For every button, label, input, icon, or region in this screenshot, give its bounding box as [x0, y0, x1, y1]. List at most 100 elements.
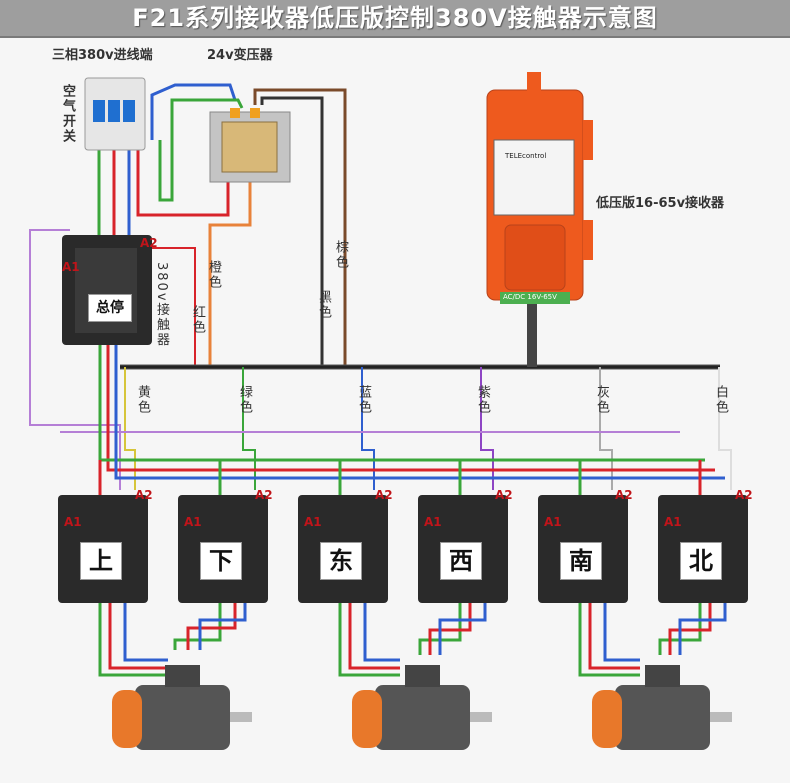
- motor-wire-blue-4: [438, 600, 487, 655]
- wire-label-gray: 灰色: [594, 385, 609, 415]
- motor-3-terminal-box: [645, 665, 680, 687]
- motor-3-body: [615, 685, 710, 750]
- motor-wire-green-3: [338, 600, 400, 677]
- motor-wire-red-6: [668, 600, 712, 655]
- motor-wire-red-4: [428, 600, 472, 655]
- receiver-antenna: [527, 72, 541, 92]
- motor-wire-green-5: [578, 600, 640, 677]
- motor-wire-blue-5: [603, 600, 640, 662]
- breaker-handle-3: [123, 100, 135, 122]
- receiver-voltage-rating: AC/DC 16V-65V: [503, 293, 557, 301]
- air-switch-label: 空气开关: [60, 84, 75, 144]
- contactor-5-a1: A1: [544, 515, 562, 529]
- contactor-1-a1: A1: [64, 515, 82, 529]
- purple-loop: [29, 229, 121, 490]
- diagram-title: F21系列接收器低压版控制380V接触器示意图: [132, 4, 658, 32]
- main-contactor: [62, 235, 152, 345]
- wire-label-brown: 棕色: [333, 240, 348, 270]
- input-terminal-label: 三相380v进线端: [52, 48, 153, 63]
- transformer: [209, 108, 291, 183]
- motor-3-cap: [592, 690, 622, 748]
- motor-1: [112, 665, 252, 750]
- transformer-out-brown: [253, 88, 347, 365]
- transformer-out-black: [260, 96, 324, 365]
- transformer-label: 24v变压器: [207, 48, 273, 63]
- direction-contactors: [58, 495, 748, 603]
- motor-wire-red-2: [186, 600, 237, 650]
- wire-label-red: 红色: [190, 305, 205, 335]
- cable-bundle: [120, 300, 720, 370]
- contactor-6-a2: A2: [735, 488, 753, 502]
- transformer-terminal-left: [230, 108, 240, 118]
- wire-label-black: 黑色: [316, 290, 331, 320]
- contactor-4-a2: A2: [495, 488, 513, 502]
- motor-wire-blue-6: [678, 600, 727, 655]
- breaker-handle-2: [108, 100, 120, 122]
- receiver-label: 低压版16-65v接收器: [596, 196, 725, 211]
- transformer-terminal-right: [250, 108, 260, 118]
- motor-wire-red-5: [588, 600, 640, 670]
- wire-label-white: 白色: [713, 385, 728, 415]
- contactor-5-a2: A2: [615, 488, 633, 502]
- title-banner: [0, 0, 790, 38]
- breaker-handle-1: [93, 100, 105, 122]
- receiver-voltage-strip: [500, 292, 570, 304]
- receiver-right-tab-lower: [583, 220, 593, 260]
- motor-3-shaft: [710, 712, 732, 722]
- contactor-feeds: [98, 460, 702, 495]
- receiver-cover: [504, 224, 566, 291]
- contactor-1-a2: A2: [135, 488, 153, 502]
- busbar-green: [98, 248, 705, 462]
- motor-wire-green-1: [98, 600, 168, 677]
- wire-label-purple: 紫色: [475, 385, 490, 415]
- contactor-label-east: 东: [320, 542, 362, 580]
- contactor-label-up: 上: [80, 542, 122, 580]
- contactor-3-a1: A1: [304, 515, 322, 529]
- contactor-2-a1: A1: [184, 515, 202, 529]
- motor-wire-blue-1: [123, 600, 168, 662]
- main-contactor-a2: A2: [140, 236, 158, 250]
- motor-3: [592, 665, 732, 750]
- contactor-label-south: 南: [560, 542, 602, 580]
- transformer-core: [221, 121, 278, 173]
- air-breaker: [84, 77, 146, 151]
- motor-1-cap: [112, 690, 142, 748]
- contactor-3-a2: A2: [375, 488, 393, 502]
- motor-1-terminal-box: [165, 665, 200, 687]
- control-drops: [60, 367, 732, 490]
- contactor-label-down: 下: [200, 542, 242, 580]
- wire-label-yellow: 黄色: [135, 385, 150, 415]
- receiver-right-tab-upper: [583, 120, 593, 160]
- motor-2-body: [375, 685, 470, 750]
- receiver: [486, 72, 593, 304]
- motor-1-shaft: [230, 712, 252, 722]
- main-contactor-red: [150, 247, 196, 365]
- busbar-red: [106, 248, 715, 472]
- wire-label-blue: 蓝色: [356, 385, 371, 415]
- main-contactor-type-label: 380v接触器: [154, 262, 169, 348]
- contactor-label-north: 北: [680, 542, 722, 580]
- motor-2-terminal-box: [405, 665, 440, 687]
- contactor-4-a1: A1: [424, 515, 442, 529]
- power-busbars: [98, 248, 725, 480]
- motor-wire-blue-2: [198, 600, 247, 650]
- motor-1-body: [135, 685, 230, 750]
- motor-wire-green-2: [173, 600, 222, 650]
- main-contactor-label: 总停: [88, 294, 132, 322]
- wire-label-green: 绿色: [237, 385, 252, 415]
- supply-wires: [29, 83, 347, 490]
- receiver-brand: TELEcontrol: [505, 152, 547, 160]
- motor-wires: [98, 600, 727, 677]
- transformer-feed-green: [158, 98, 244, 202]
- receiver-face-panel: [493, 139, 575, 216]
- motor-2: [352, 665, 492, 750]
- motor-2-shaft: [470, 712, 492, 722]
- motor-wire-red-3: [348, 600, 400, 670]
- motor-wire-red-1: [108, 600, 168, 670]
- main-contactor-a1: A1: [62, 260, 80, 274]
- drop-white: [718, 367, 732, 490]
- wire-label-orange: 橙色: [206, 260, 221, 290]
- contactor-2-a2: A2: [255, 488, 273, 502]
- contactor-6-a1: A1: [664, 515, 682, 529]
